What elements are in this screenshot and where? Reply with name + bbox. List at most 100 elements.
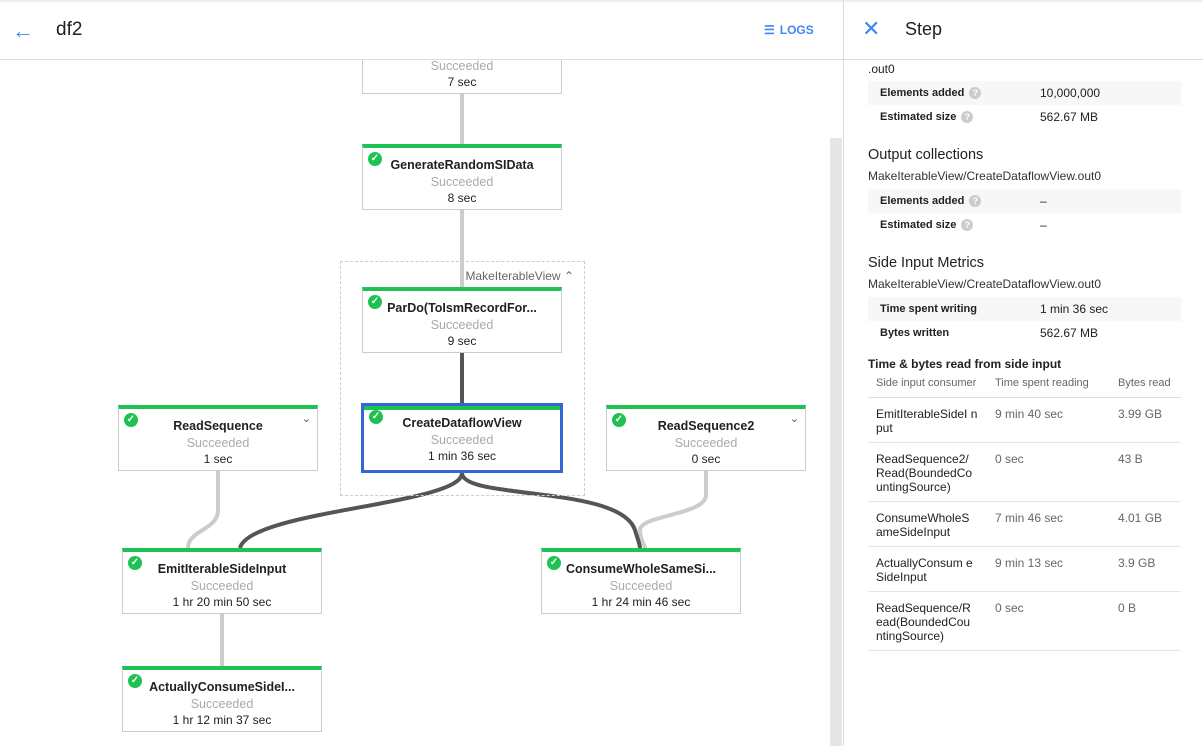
time-cell: 0 sec bbox=[987, 591, 1110, 651]
bytes-cell: 0 B bbox=[1110, 591, 1181, 651]
node-status: Succeeded bbox=[430, 318, 494, 332]
chevron-down-icon[interactable]: ⌄ bbox=[789, 413, 799, 425]
node-name: ReadSequence bbox=[173, 419, 263, 433]
panel-title: Step bbox=[905, 19, 943, 39]
table-row: ReadSequence/R ead(BoundedCou ntingSourc… bbox=[868, 591, 1181, 651]
check-circle-icon: ✓ bbox=[368, 295, 382, 309]
consumer-cell: ConsumeWholeS ameSideInput bbox=[868, 501, 987, 547]
node-status: Succeeded bbox=[190, 697, 254, 711]
back-arrow-icon[interactable]: ← bbox=[12, 18, 34, 43]
graph-edges bbox=[186, 94, 708, 666]
edge bbox=[637, 471, 708, 549]
help-icon[interactable]: ? bbox=[969, 195, 982, 207]
edge bbox=[460, 472, 642, 549]
bytes-cell: 43 B bbox=[1110, 442, 1181, 502]
input-metrics: Elements added?10,000,000 Estimated size… bbox=[868, 81, 1181, 129]
node-time: 9 sec bbox=[447, 334, 477, 348]
close-icon[interactable]: ✕ bbox=[862, 16, 881, 41]
output-metrics: Elements added?– Estimated size?– bbox=[868, 189, 1181, 237]
node-name: ParDo(ToIsmRecordFor... bbox=[387, 301, 537, 315]
help-icon[interactable]: ? bbox=[961, 219, 974, 231]
graph-scrollbar[interactable] bbox=[830, 138, 842, 746]
chevron-down-icon[interactable]: ⌄ bbox=[301, 413, 311, 425]
consumer-cell: ActuallyConsum eSideInput bbox=[868, 546, 987, 592]
step-panel: ✕ Step .out0 Elements added?10,000,000 E… bbox=[843, 0, 1203, 746]
check-circle-icon: ✓ bbox=[547, 556, 561, 570]
time-cell: 0 sec bbox=[987, 442, 1110, 502]
node-time: 1 hr 24 min 46 sec bbox=[591, 595, 691, 609]
check-circle-icon: ✓ bbox=[124, 413, 138, 427]
node-name: CreateDataflowView bbox=[402, 416, 522, 430]
list-icon: ☰ bbox=[764, 23, 775, 37]
group-makeiterableview[interactable]: MakeIterableView ⌃ bbox=[340, 261, 585, 496]
node-time: 7 sec bbox=[447, 75, 477, 89]
node-time: 8 sec bbox=[447, 191, 477, 205]
logs-button[interactable]: ☰ LOGS bbox=[764, 23, 814, 37]
node-status: Succeeded bbox=[190, 579, 254, 593]
check-circle-icon: ✓ bbox=[612, 413, 626, 427]
edge bbox=[186, 471, 220, 549]
node-status: Succeeded bbox=[430, 175, 494, 189]
job-title: df2 bbox=[56, 19, 83, 40]
node-status: Succeeded bbox=[674, 436, 738, 450]
top-bar: ← df2 ☰ LOGS bbox=[0, 0, 843, 60]
check-circle-icon: ✓ bbox=[128, 556, 142, 570]
node-status: Succeeded bbox=[609, 579, 673, 593]
time-cell: 9 min 40 sec bbox=[987, 397, 1110, 443]
check-circle-icon: ✓ bbox=[128, 674, 142, 688]
section-title: Side Input Metrics bbox=[868, 255, 985, 271]
node-name: EmitIterableSideInput bbox=[157, 562, 287, 576]
bytes-cell: 3.99 GB bbox=[1110, 397, 1181, 443]
node-name: GenerateRandomSIData bbox=[390, 158, 534, 172]
consumer-cell: ReadSequence2/ Read(BoundedCo untingSour… bbox=[868, 442, 987, 502]
bytes-cell: 4.01 GB bbox=[1110, 501, 1181, 547]
section-title: Output collections bbox=[868, 147, 984, 163]
help-icon[interactable]: ? bbox=[961, 111, 974, 123]
column-header: Bytes read bbox=[1110, 377, 1181, 398]
node-pardo[interactable]: ✓ ParDo(ToIsmRecordFor... Succeeded 9 sec bbox=[362, 287, 562, 353]
check-circle-icon: ✓ bbox=[369, 410, 383, 424]
node-time: 1 min 36 sec bbox=[427, 449, 497, 463]
collection-name: .out0 bbox=[868, 62, 895, 76]
consumer-cell: ReadSequence/R ead(BoundedCou ntingSourc… bbox=[868, 591, 987, 651]
help-icon[interactable]: ? bbox=[969, 87, 982, 99]
group-label[interactable]: MakeIterableView ⌃ bbox=[465, 269, 574, 283]
consumer-cell: EmitIterableSideI nput bbox=[868, 397, 987, 443]
edge bbox=[238, 472, 464, 549]
column-header: Side input consumer bbox=[868, 377, 987, 398]
node-status: Succeeded bbox=[430, 60, 494, 73]
collection-name: MakeIterableView/CreateDataflowView.out0 bbox=[868, 169, 1102, 183]
check-circle-icon: ✓ bbox=[368, 152, 382, 166]
job-graph[interactable]: MakeIterableView ⌃ Succeeded 7 sec ✓ Gene… bbox=[0, 60, 843, 746]
node-time: 1 hr 20 min 50 sec bbox=[172, 595, 272, 609]
node-time: 0 sec bbox=[691, 452, 721, 466]
node-name: ConsumeWholeSameSi... bbox=[565, 562, 717, 576]
panel-scroll[interactable]: .out0 Elements added?10,000,000 Estimate… bbox=[844, 60, 1203, 746]
logs-label: LOGS bbox=[779, 23, 814, 37]
table-row: ReadSequence2/ Read(BoundedCo untingSour… bbox=[868, 442, 1181, 502]
section-title: Time & bytes read from side input bbox=[868, 357, 1062, 371]
collection-name: MakeIterableView/CreateDataflowView.out0 bbox=[868, 277, 1102, 291]
node-name: ReadSequence2 bbox=[657, 419, 755, 433]
node-time: 1 hr 12 min 37 sec bbox=[172, 713, 272, 727]
node-status: Succeeded bbox=[186, 436, 250, 450]
time-cell: 7 min 46 sec bbox=[987, 501, 1110, 547]
bytes-cell: 3.9 GB bbox=[1110, 546, 1181, 592]
time-cell: 9 min 13 sec bbox=[987, 546, 1110, 592]
node-previous[interactable]: Succeeded 7 sec bbox=[362, 60, 562, 94]
column-header: Time spent reading bbox=[987, 377, 1110, 398]
node-time: 1 sec bbox=[203, 452, 233, 466]
node-status: Succeeded bbox=[430, 433, 494, 447]
node-consumewholesamesideinput[interactable]: ✓ ConsumeWholeSameSi... Succeeded 1 hr 24 … bbox=[541, 548, 741, 614]
